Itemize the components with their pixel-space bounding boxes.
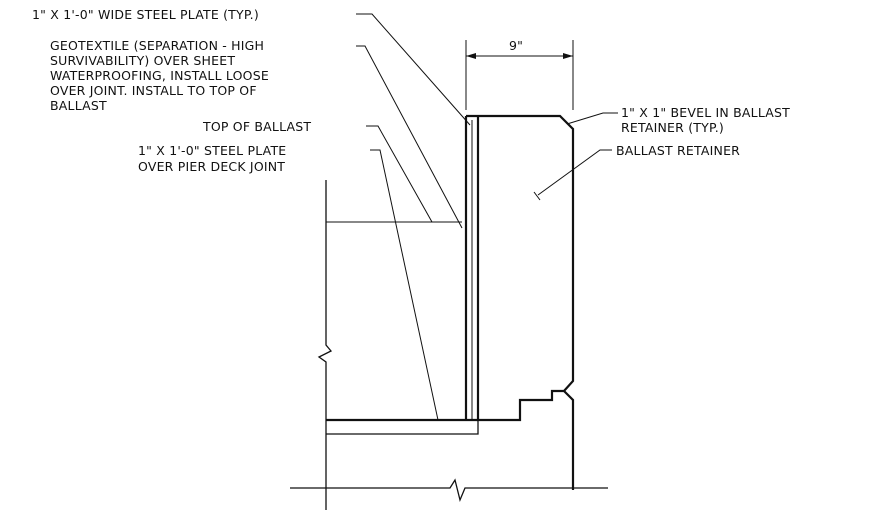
wide-steel-plate: [464, 114, 480, 420]
left-wall-line: [317, 180, 333, 510]
note-geotextile-line-3: WATERPROOFING, INSTALL LOOSE: [50, 68, 269, 83]
leader-ballast-retainer: [537, 149, 612, 196]
leader-geotextile: [356, 45, 463, 229]
leader-steel-plate: [370, 149, 439, 421]
bottom-break-line: [290, 478, 608, 503]
leader-tick: [533, 191, 541, 201]
note-geotextile-line-5: BALLAST: [50, 98, 107, 113]
note-geotextile-line-1: GEOTEXTILE (SEPARATION - HIGH: [50, 38, 264, 53]
note-steel-plate-line-2: OVER PIER DECK JOINT: [138, 159, 285, 174]
note-top-of-ballast: TOP OF BALLAST: [202, 119, 311, 134]
dim-arrow-left: [466, 53, 476, 59]
note-bevel-line-2: RETAINER (TYP.): [621, 120, 724, 135]
leader-wide-plate: [356, 13, 471, 126]
note-steel-plate-line-1: 1" X 1'-0" STEEL PLATE: [138, 143, 286, 158]
leader-bevel: [566, 112, 618, 125]
pier-deck-bottom: [326, 420, 479, 435]
note-ballast-retainer: BALLAST RETAINER: [616, 143, 740, 158]
dimension-label: 9": [509, 38, 523, 53]
note-wide-steel-plate: 1" X 1'-0" WIDE STEEL PLATE (TYP.): [32, 7, 259, 22]
ballast-retainer-outline: [476, 114, 575, 490]
note-geotextile-line-4: OVER JOINT. INSTALL TO TOP OF: [50, 83, 257, 98]
dim-arrow-right: [563, 53, 573, 59]
note-bevel-line-1: 1" X 1" BEVEL IN BALLAST: [621, 105, 790, 120]
note-geotextile-line-2: SURVIVABILITY) OVER SHEET: [50, 53, 235, 68]
leader-top-of-ballast: [366, 125, 433, 223]
